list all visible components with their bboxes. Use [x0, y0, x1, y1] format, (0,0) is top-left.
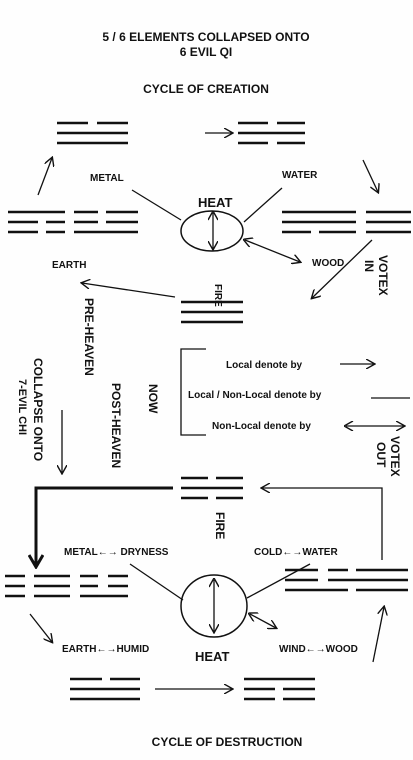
label-fire-middle: FIRE	[213, 512, 227, 539]
trigram-fire	[181, 476, 243, 500]
arrow-earth-to-metal	[37, 158, 52, 196]
wind-wood-double-arrow	[250, 614, 276, 628]
label-heat-bottom: HEAT	[195, 649, 229, 664]
metal-dryness-pointer	[129, 563, 184, 601]
wood-double-arrow	[245, 240, 300, 262]
cold-water-pointer	[246, 563, 311, 599]
label-earth-humid: EARTH←→HUMID	[62, 644, 149, 655]
arrow-collapse-path	[36, 486, 173, 565]
label-post-heaven: POST-HEAVEN	[109, 383, 123, 468]
label-fire-top: FIRE	[212, 284, 223, 307]
arrow-water-to-wood	[362, 159, 378, 192]
label-wind-wood: WIND←→WOOD	[279, 644, 358, 655]
label-now: NOW	[146, 384, 160, 414]
label-earth: EARTH	[52, 260, 86, 271]
trigram-center	[181, 300, 243, 324]
legend-local-label: Local denote by	[226, 360, 303, 371]
arrow-left-to-earth	[29, 613, 52, 642]
label-votex-out-2: OUT	[374, 442, 388, 468]
trigram-destruction-bottom-right	[244, 677, 315, 701]
legend-local-nonlocal-label: Local / Non-Local denote by	[188, 390, 322, 401]
heat-ellipse-bottom	[180, 574, 248, 638]
label-votex-in-2: IN	[362, 260, 376, 272]
arrow-wood-up	[372, 607, 384, 663]
arrow-center-to-earth	[82, 283, 176, 298]
water-pointer	[243, 187, 283, 223]
label-pre-heaven: PRE-HEAVEN	[82, 298, 96, 376]
cycle-of-creation-heading: CYCLE OF CREATION	[143, 82, 269, 96]
title-line-2: 6 EVIL QI	[180, 45, 232, 59]
trigram-destruction-right	[285, 568, 408, 592]
label-heat-top: HEAT	[198, 195, 232, 210]
label-7-evil-chi: 7-EVIL CHI	[16, 379, 28, 435]
metal-pointer	[131, 189, 182, 221]
label-metal-dryness: METAL←→ DRYNESS	[64, 547, 169, 558]
trigram-top-left	[57, 121, 128, 145]
legend-nonlocal-label: Non-Local denote by	[212, 421, 311, 432]
label-votex-in-1: VOTEX	[376, 255, 390, 296]
heat-ellipse-top	[180, 210, 244, 252]
trigram-destruction-left	[5, 574, 128, 598]
title-line-1: 5 / 6 ELEMENTS COLLAPSED ONTO	[102, 30, 309, 44]
arrow-votex-out	[262, 488, 383, 560]
label-cold-water: COLD←→WATER	[254, 547, 338, 558]
label-votex-out-1: VOTEX	[388, 436, 402, 477]
arrow-wood-to-center	[312, 239, 373, 298]
trigram-right-wood	[282, 210, 411, 234]
cycle-of-destruction-heading: CYCLE OF DESTRUCTION	[152, 735, 303, 749]
label-water: WATER	[282, 170, 318, 181]
trigram-destruction-bottom-left	[70, 677, 140, 701]
now-bracket	[180, 348, 206, 436]
label-wood: WOOD	[312, 258, 344, 269]
trigram-top-right	[238, 121, 305, 145]
label-metal: METAL	[90, 173, 124, 184]
trigram-left-earth	[8, 210, 138, 234]
label-collapse-onto: COLLAPSE ONTO	[31, 358, 45, 461]
